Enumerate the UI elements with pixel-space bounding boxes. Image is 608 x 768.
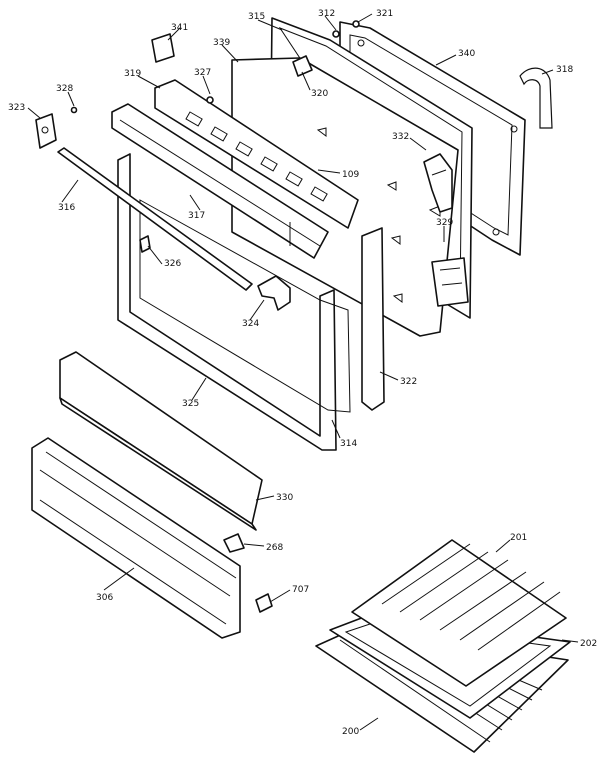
part-320-clip xyxy=(292,55,313,77)
label-306: 306 xyxy=(96,593,113,603)
label-327: 327 xyxy=(194,68,211,78)
part-325-glass xyxy=(59,351,263,525)
label-315: 315 xyxy=(248,12,265,22)
part-707-screw xyxy=(255,593,273,613)
part-326-clip xyxy=(139,235,151,253)
part-329-hinge xyxy=(431,257,469,307)
label-339: 339 xyxy=(213,38,230,48)
label-324: 324 xyxy=(242,319,259,329)
part-327-screw xyxy=(206,96,214,104)
label-322: 322 xyxy=(400,377,417,387)
part-324-bracket xyxy=(257,275,291,311)
part-317-trim-bar xyxy=(111,103,329,259)
label-321: 321 xyxy=(376,9,393,19)
leader-lines xyxy=(27,13,579,731)
label-326: 326 xyxy=(164,259,181,269)
part-321-screw xyxy=(352,20,360,28)
part-332-latch-bracket xyxy=(423,153,453,213)
part-319-vent-strip xyxy=(154,79,359,229)
label-707: 707 xyxy=(292,585,309,595)
label-329: 329 xyxy=(436,218,453,228)
label-314: 314 xyxy=(340,439,357,449)
part-201-broiler-grid xyxy=(351,539,567,687)
part-268-clip xyxy=(223,533,245,553)
label-109: 109 xyxy=(342,170,359,180)
label-318: 318 xyxy=(556,65,573,75)
part-330-glass xyxy=(59,397,257,531)
part-labels: 341 315 312 321 339 340 318 327 319 320 … xyxy=(8,9,597,737)
label-317: 317 xyxy=(188,211,205,221)
label-341: 341 xyxy=(171,23,188,33)
label-312: 312 xyxy=(318,9,335,19)
part-318-gasket xyxy=(519,67,553,129)
part-314-door-frame xyxy=(117,153,351,451)
part-323-hinge-cam xyxy=(35,113,57,149)
label-330: 330 xyxy=(276,493,293,503)
part-306-outer-door xyxy=(31,437,241,639)
label-332: 332 xyxy=(392,132,409,142)
label-319: 319 xyxy=(124,69,141,79)
label-323: 323 xyxy=(8,103,25,113)
label-340: 340 xyxy=(458,49,475,59)
label-316: 316 xyxy=(58,203,75,213)
part-312-screw xyxy=(332,30,340,38)
label-201: 201 xyxy=(510,533,527,543)
part-316-rod xyxy=(57,147,253,291)
part-328-screw xyxy=(70,106,78,114)
label-328: 328 xyxy=(56,84,73,94)
label-268: 268 xyxy=(266,543,283,553)
label-325: 325 xyxy=(182,399,199,409)
part-341 xyxy=(151,33,175,63)
label-320: 320 xyxy=(311,89,328,99)
part-322-side-strip xyxy=(361,227,385,411)
label-202: 202 xyxy=(580,639,597,649)
label-200: 200 xyxy=(342,727,359,737)
